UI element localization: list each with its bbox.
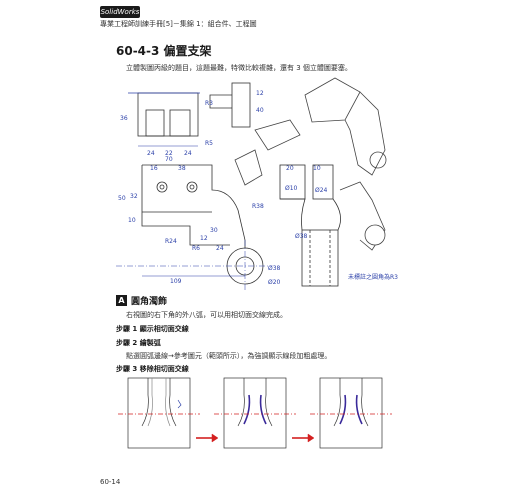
page-number: 60-14 <box>100 478 121 486</box>
dim-r3: R3 <box>205 100 213 107</box>
section-a-title: 圓角濁飾 <box>131 297 168 307</box>
dim-dia38: Ø38 <box>268 265 281 272</box>
dim-38: 38 <box>178 165 186 172</box>
dim-dia10: Ø10 <box>285 185 298 192</box>
dim-10: 10 <box>128 217 136 224</box>
dim-dia20: Ø20 <box>268 279 281 286</box>
dim-dia38b: Ø38 <box>295 233 308 240</box>
section-a-para: 右視圖的右下角的外八弧，可以用相切面交線完成。 <box>126 311 287 319</box>
dim-109: 109 <box>170 278 182 285</box>
dim-12: 12 <box>256 90 264 97</box>
side-profile-view <box>209 82 251 128</box>
dim-16: 16 <box>150 165 158 172</box>
software-badge: SolidWorks <box>100 6 140 18</box>
dim-r24: R24 <box>165 238 177 245</box>
dim-20: 20 <box>286 165 294 172</box>
dim-50: 50 <box>118 195 126 202</box>
isometric-views <box>234 77 387 251</box>
diagram-panel-1 <box>118 377 200 449</box>
dim-30: 30 <box>210 227 218 234</box>
top-view <box>128 92 200 147</box>
diagram-panel-3 <box>310 377 392 449</box>
section-a-heading: A 圓角濁飾 <box>116 294 167 307</box>
step-3: 步驟 3 移除相切面交線 <box>116 365 189 373</box>
dim-10b: 10 <box>313 165 321 172</box>
book-title: 專業工程師訓練手冊[5]－集錦 1：組合件、工程圖 <box>100 20 257 28</box>
dim-40: 40 <box>256 107 264 114</box>
section-title: 60-4-3 偏置支架 <box>116 44 212 58</box>
section-a-letter: A <box>116 295 127 306</box>
dim-r5: R5 <box>205 140 213 147</box>
front-view <box>116 164 272 292</box>
dim-24c: 24 <box>216 245 224 252</box>
dim-dia24: Ø24 <box>315 187 328 194</box>
dim-70: 70 <box>165 156 173 163</box>
dim-24: 24 <box>147 150 155 157</box>
fillet-note: 未標註之圓角為R3 <box>348 273 398 281</box>
dim-24b: 24 <box>184 150 192 157</box>
step-2: 步驟 2 繪製弧 <box>116 339 161 347</box>
dim-36: 36 <box>120 115 128 122</box>
arrow-right-icon <box>292 433 315 443</box>
dim-12c: 12 <box>200 235 208 242</box>
right-view <box>279 164 341 287</box>
dim-32: 32 <box>130 193 138 200</box>
step-1: 步驟 1 顯示相切面交線 <box>116 325 189 333</box>
section-intro: 立體製圖丙級的題目，這題最難，特徵比較複雜，還有 3 個立體圖要塞。 <box>126 64 352 72</box>
dim-22: 22 <box>165 150 173 157</box>
step-2-desc: 點選圓弧邊線→參考圖元（範頭所示），為強調顯示線段加粗處理。 <box>126 352 332 360</box>
dim-r8: R38 <box>252 203 264 210</box>
dim-r6: R6 <box>192 245 200 252</box>
diagram-panel-2 <box>214 377 296 449</box>
arrow-right-icon <box>196 433 219 443</box>
